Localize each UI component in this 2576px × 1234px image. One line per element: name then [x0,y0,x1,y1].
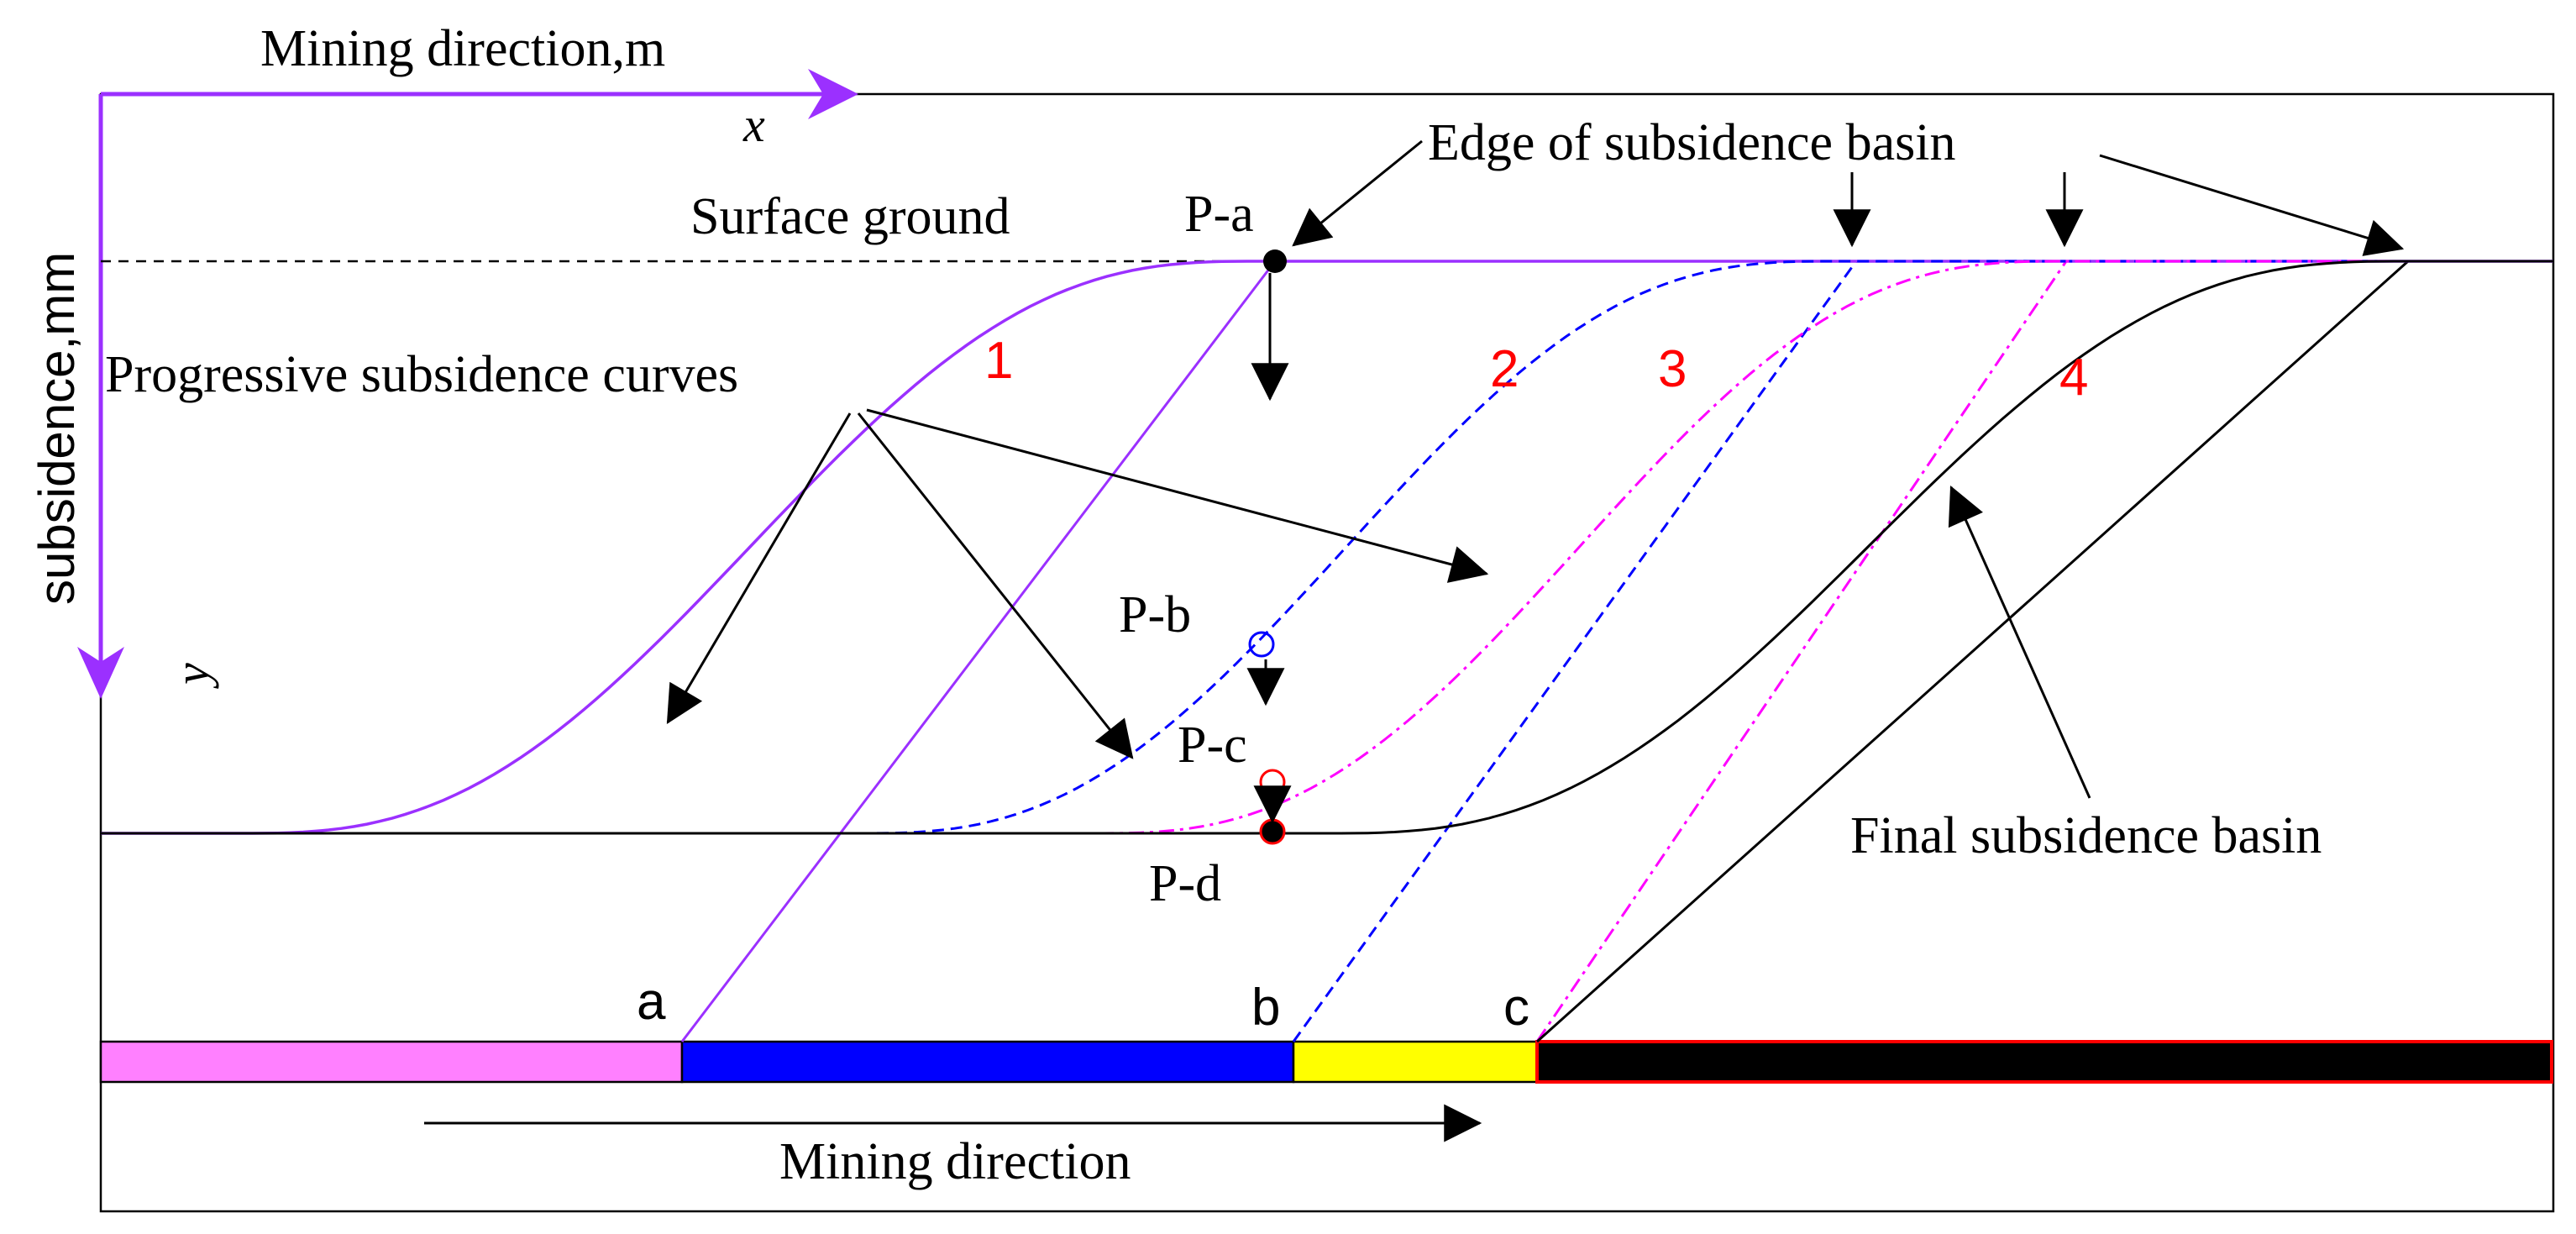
edge-of-basin-label: Edge of subsidence basin [1428,114,1955,171]
point-p-a-marker [1263,249,1287,273]
surface-ground-label: Surface ground [690,188,1010,245]
edge-arrow-to-p-a [1292,139,1423,247]
final-basin-arrow [1948,485,2091,799]
mining-panel [99,1040,2553,1084]
x-symbol: x [742,97,765,152]
subsidence-curve-1 [101,260,2553,835]
progressive-curves-label: Progressive subsidence curves [105,346,738,403]
mining-direction-label: Mining direction [779,1133,1131,1190]
x-axis-arrow [101,69,858,119]
final-basin-label: Final subsidence basin [1850,807,2322,864]
slant-line-c [1535,260,2068,1042]
subsidence-curve-2 [101,260,2553,835]
y-axis-title: subsidence,mm [29,252,85,605]
subsidence-curve-4 [101,260,2553,835]
point-label-p-d: P-d [1149,855,1221,912]
section-blue [680,1040,1295,1084]
edge-arrow-curve-4 [2099,154,2405,256]
curve-number-1: 1 [984,332,1013,390]
point-p-b-marker [1248,631,1275,658]
y-symbol: y [165,663,219,689]
x-axis-title: Mining direction,m [260,20,665,77]
slant-line-end [1535,260,2410,1043]
section-label-a: a [637,973,666,1031]
point-label-p-c: P-c [1178,717,1247,774]
curve-number-2: 2 [1490,340,1519,398]
subsidence-curve-3 [101,260,2553,835]
point-p-c-marker [1259,769,1286,796]
slant-line-b [1292,260,1858,1042]
point-p-d-marker [1259,818,1286,845]
section-label-b: b [1251,979,1280,1037]
progressive-arrow-1 [666,412,852,724]
section-label-c: c [1503,979,1529,1037]
point-label-p-b: P-b [1119,586,1191,643]
section-yellow [1292,1040,1539,1084]
point-label-p-a: P-a [1184,186,1254,243]
slant-line-a [680,260,1277,1042]
curve-number-3: 3 [1658,340,1687,398]
section-black [1535,1040,2553,1084]
curve-number-4: 4 [2059,349,2088,407]
y-axis-arrow [77,94,124,699]
progressive-arrow-2 [857,412,1134,759]
section-pink [99,1040,684,1084]
progressive-arrow-3 [866,408,1489,583]
